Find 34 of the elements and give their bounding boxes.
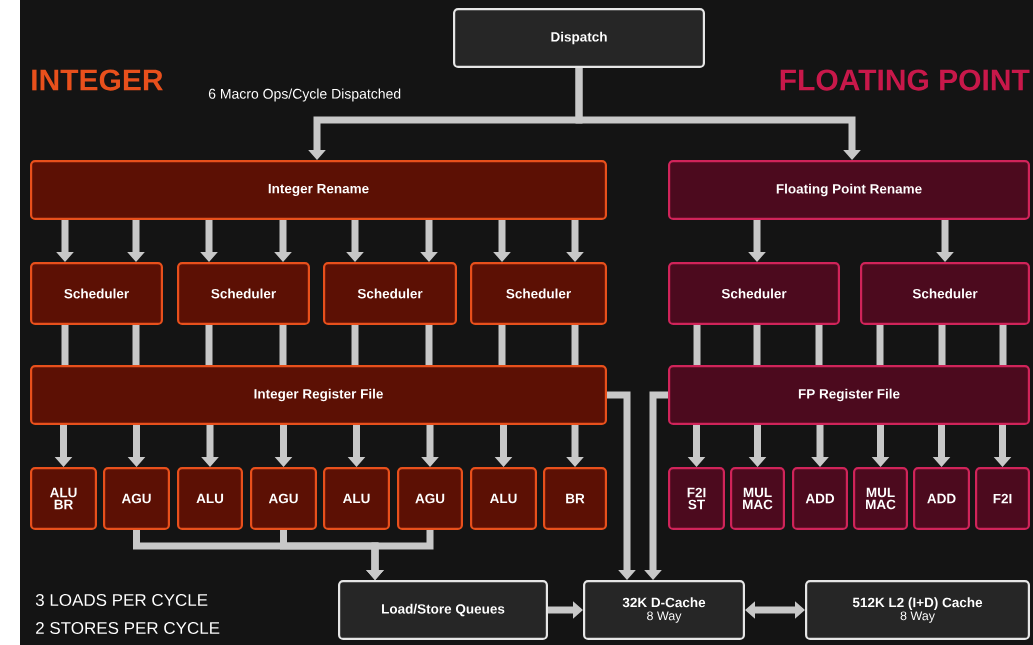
scheduler-box: Scheduler [30, 262, 163, 325]
scheduler-box: Scheduler [668, 262, 840, 325]
execution-unit-box: MUL MAC [853, 467, 908, 530]
register-file-box: Integer Register File [30, 365, 607, 425]
execution-unit-box: ADD [792, 467, 848, 530]
throughput-note: 6 Macro Ops/Cycle Dispatched [208, 88, 401, 102]
execution-unit-box: MUL MAC [730, 467, 785, 530]
scheduler-box: Scheduler [323, 262, 457, 325]
execution-unit-box: ALU [470, 467, 537, 530]
scheduler-box: Scheduler [470, 262, 607, 325]
queue-box: Load/Store Queues [338, 580, 548, 640]
execution-unit-box: BR [543, 467, 607, 530]
execution-unit-box: AGU [397, 467, 463, 530]
arrow [745, 601, 805, 619]
cache-box: 32K D-Cache 8 Way [583, 580, 745, 640]
throughput-note: 3 LOADS PER CYCLE [35, 594, 208, 607]
rename-box: Floating Point Rename [668, 160, 1030, 220]
rename-box: Integer Rename [30, 160, 607, 220]
execution-unit-box: AGU [103, 467, 170, 530]
section-heading: INTEGER [32, 69, 163, 91]
dispatch-box: Dispatch [453, 8, 705, 68]
execution-unit-box: ADD [913, 467, 970, 530]
execution-unit-box: F2I [975, 467, 1030, 530]
cache-box: 512K L2 (I+D) Cache 8 Way [805, 580, 1030, 640]
execution-unit-box: ALU BR [30, 467, 97, 530]
scheduler-box: Scheduler [860, 262, 1030, 325]
scheduler-box: Scheduler [177, 262, 310, 325]
register-file-box: FP Register File [668, 365, 1030, 425]
execution-unit-box: ALU [323, 467, 390, 530]
section-heading: FLOATING POINT [780, 69, 1030, 91]
execution-unit-box: F2I ST [668, 467, 725, 530]
execution-unit-box: AGU [250, 467, 317, 530]
execution-unit-box: ALU [177, 467, 243, 530]
throughput-note: 2 STORES PER CYCLE [36, 622, 220, 635]
